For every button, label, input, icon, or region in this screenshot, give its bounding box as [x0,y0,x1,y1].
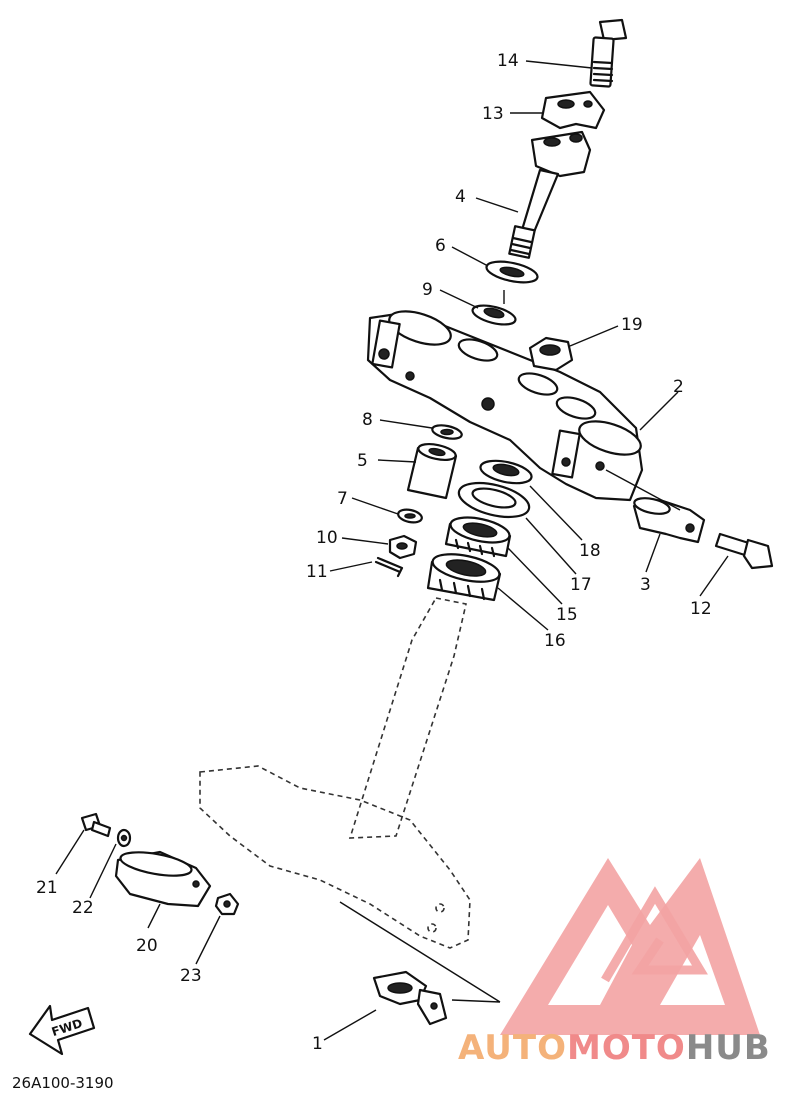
callout-15: 15 [556,605,578,625]
watermark-logo [500,858,760,1035]
callout-18: 18 [579,541,601,561]
callout-17: 17 [570,575,592,595]
callout-7: 7 [337,489,348,509]
callout-20: 20 [136,936,158,956]
part-13-holder-cap [540,90,606,130]
part-9-damper [471,304,517,326]
part-16-bearing [426,553,502,602]
callout-22: 22 [72,898,94,918]
callout-8: 8 [362,410,373,430]
callout-23: 23 [180,966,202,986]
callout-11: 11 [306,562,328,582]
callout-labels: 14 13 4 6 9 19 2 8 5 18 7 17 10 11 15 16… [36,51,712,1054]
callout-14: 14 [497,51,519,71]
part-23-nut [214,892,240,916]
callout-1: 1 [312,1034,323,1054]
callout-21: 21 [36,878,58,898]
callout-12: 12 [690,599,712,619]
part-6-washer [485,260,539,284]
part-4-holder-shaft [508,130,592,259]
watermark-auto: AUTO [458,1028,567,1068]
diagram-code: 26A100-3190 [12,1074,114,1092]
part-22-washer [116,828,132,848]
part-8-washer [431,424,463,440]
callout-6: 6 [435,236,446,256]
callout-13: 13 [482,104,504,124]
part-10-nut [388,534,418,560]
callout-3: 3 [640,575,651,595]
callout-9: 9 [422,280,433,300]
svg-text:AUTOMOTOHUB: AUTOMOTOHUB [458,1028,771,1068]
callout-10: 10 [316,528,338,548]
callout-4: 4 [455,187,466,207]
part-12-bolt [714,532,774,570]
steering-stem-outline [199,597,471,949]
part-14-bolt [589,18,628,88]
part-1-cable-guide [339,901,501,1026]
callout-19: 19 [621,315,643,335]
watermark-moto: MOTO [567,1028,686,1068]
callout-16: 16 [544,631,566,651]
part-18-ring-nut [479,459,533,485]
leader-lines [55,60,729,1041]
part-3-lower-holder [632,497,706,544]
callout-2: 2 [673,377,684,397]
part-20-clamp [114,850,212,908]
part-7-washer [397,508,423,524]
part-19-nut [528,336,574,372]
part-2-upper-bracket [366,310,644,502]
callout-5: 5 [357,451,368,471]
part-17-cover [457,481,531,519]
part-11-cotter-pin [374,556,404,578]
fwd-arrow: FWD [28,1004,96,1056]
watermark-hub: HUB [686,1028,771,1068]
part-15-bearing [444,516,512,558]
watermark-text: AUTOMOTOHUB [458,1028,771,1068]
part-21-bolt [80,812,112,838]
part-5-collar [406,442,458,500]
